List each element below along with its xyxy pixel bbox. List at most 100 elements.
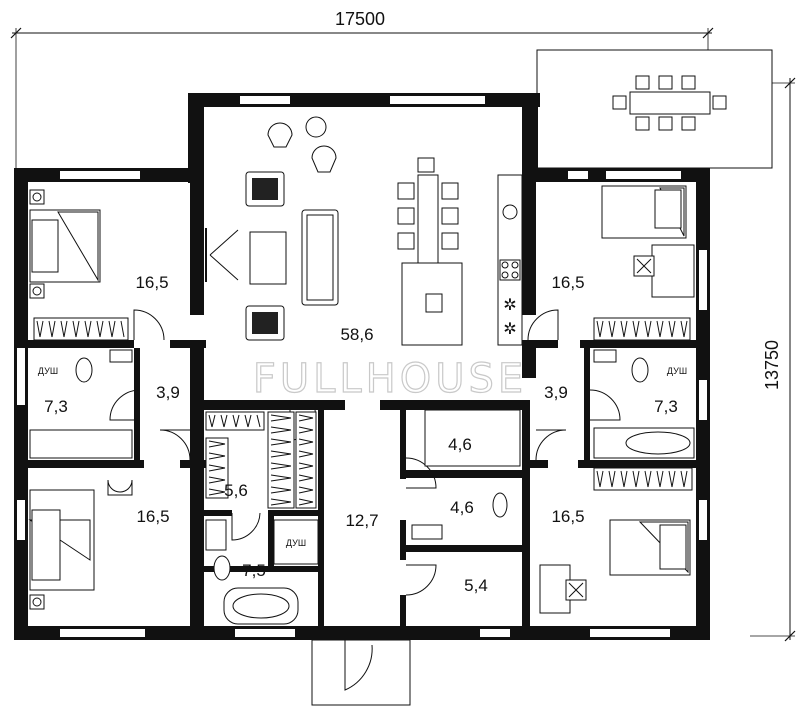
hanger-line [208, 464, 226, 469]
area-label-bedroom-bottom-right: 16,5 [551, 507, 584, 526]
hanger-line [644, 320, 649, 338]
bedroom-bottom-right-furniture [539, 467, 693, 614]
hanger-line [270, 441, 292, 446]
hanger-line [120, 320, 125, 338]
hanger-line [683, 470, 688, 488]
area-label-bedroom-top-left: 16,5 [135, 273, 168, 292]
hanger-line [298, 426, 314, 431]
dressing-racks [205, 411, 317, 509]
hanger-line [270, 462, 292, 467]
height-dimension-label: 13750 [762, 340, 782, 390]
hanger-line [298, 429, 314, 434]
area-label-dressing: 5,6 [224, 481, 248, 500]
wardrobe-hatch [36, 320, 125, 338]
bedroom-top-right-furniture [593, 185, 695, 341]
hanger-line [208, 476, 226, 481]
hanger-line [108, 320, 113, 338]
hanger-line [620, 320, 625, 338]
watermark: FULLHOUSE [253, 356, 527, 402]
hanger-line [270, 417, 292, 422]
hanger-line [60, 320, 65, 338]
hanger-line [75, 320, 80, 338]
hanger-line [298, 465, 314, 470]
hanger-line [244, 414, 249, 428]
hanger-line [298, 498, 314, 503]
bath-right-fixtures [593, 349, 695, 459]
hanger-line [298, 489, 314, 494]
hanger-line [235, 414, 240, 428]
hanger-line [84, 320, 89, 338]
hanger-line [599, 470, 604, 488]
storage-unit [424, 409, 521, 467]
wc-fixtures [411, 492, 508, 540]
hanger-line [298, 441, 314, 446]
wardrobe-hatch [208, 440, 226, 496]
hanger-line [298, 477, 314, 482]
hanger-line [232, 414, 237, 428]
hanger-line [223, 414, 228, 428]
shower-label-left: ДУШ [38, 366, 58, 376]
hanger-line [208, 455, 226, 460]
hanger-line [96, 320, 101, 338]
terrace [536, 49, 773, 169]
hanger-line [256, 414, 261, 428]
hanger-line [72, 320, 77, 338]
hanger-line [298, 462, 314, 467]
hanger-line [48, 320, 53, 338]
svg-text:✲: ✲ [503, 321, 516, 338]
area-label-hall: 12,7 [345, 511, 378, 530]
hanger-line [647, 320, 652, 338]
hanger-line [671, 470, 676, 488]
hanger-line [270, 498, 292, 503]
interior-walls [14, 175, 710, 626]
area-label-bath-bottom: 7,5 [242, 561, 266, 580]
hanger-line [644, 470, 649, 488]
wardrobe-hatch [270, 414, 292, 506]
wardrobe-hatch [596, 470, 688, 488]
hanger-line [208, 491, 226, 496]
hanger-line [298, 450, 314, 455]
hanger-line [298, 453, 314, 458]
hanger-line [270, 450, 292, 455]
hanger-line [36, 320, 41, 338]
hanger-line [298, 414, 314, 419]
bath-left-fixtures [29, 349, 133, 459]
hanger-line [208, 479, 226, 484]
hanger-line [668, 470, 673, 488]
hanger-line [608, 320, 613, 338]
hanger-line [270, 414, 292, 419]
area-label-bedroom-top-right: 16,5 [551, 273, 584, 292]
hanger-line [270, 474, 292, 479]
hanger-line [298, 417, 314, 422]
hanger-line [668, 320, 673, 338]
area-label-entry-room: 5,4 [464, 576, 488, 595]
hanger-line [270, 501, 292, 506]
hanger-line [99, 320, 104, 338]
hanger-line [671, 320, 676, 338]
bedroom-top-left-furniture [29, 189, 129, 341]
hanger-line [656, 470, 661, 488]
hanger-line [270, 429, 292, 434]
hanger-line [611, 470, 616, 488]
area-label-living: 58,6 [340, 325, 373, 344]
hanger-line [632, 470, 637, 488]
hanger-line [611, 320, 616, 338]
hanger-line [659, 320, 664, 338]
hanger-line [680, 320, 685, 338]
hanger-line [608, 470, 613, 488]
hanger-line [659, 470, 664, 488]
hanger-line [220, 414, 225, 428]
hanger-line [111, 320, 116, 338]
hanger-line [208, 488, 226, 493]
hanger-line [298, 438, 314, 443]
area-label-bedroom-bottom-left: 16,5 [136, 507, 169, 526]
hanger-line [87, 320, 92, 338]
hanger-line [298, 474, 314, 479]
hanger-line [270, 426, 292, 431]
area-label-wc: 4,6 [450, 498, 474, 517]
shower-label-right: ДУШ [667, 366, 687, 376]
area-label-bath-right: 7,3 [654, 397, 678, 416]
area-label-storage: 4,6 [448, 435, 472, 454]
hanger-line [298, 501, 314, 506]
